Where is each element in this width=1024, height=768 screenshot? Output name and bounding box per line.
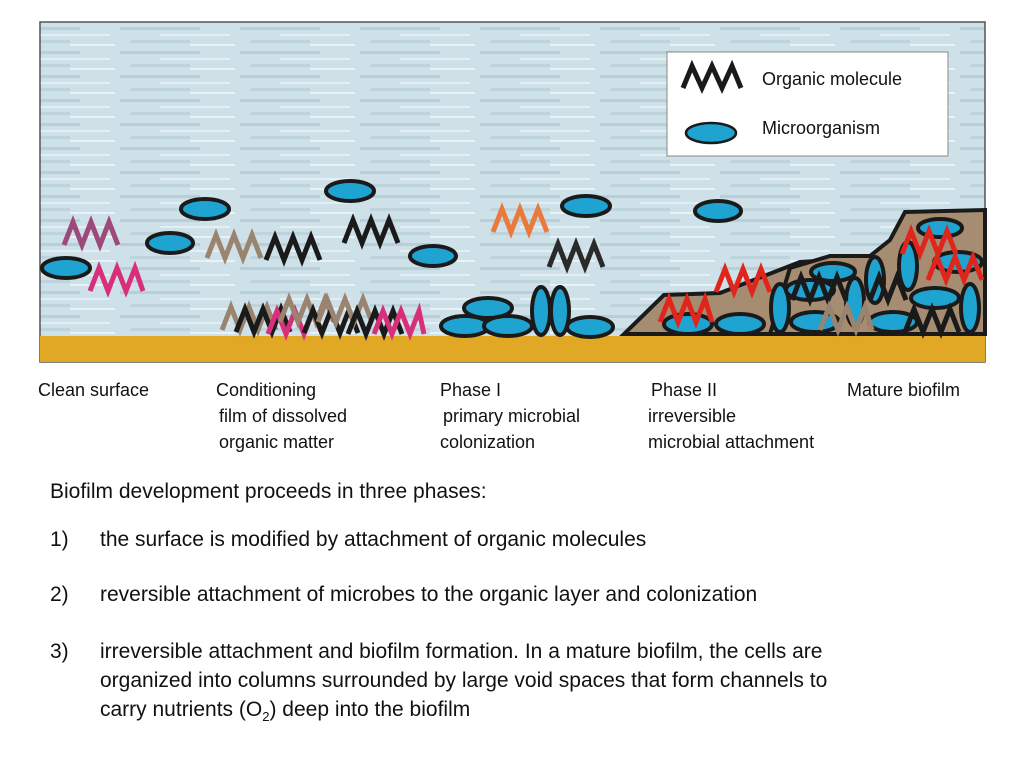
microorganism-cell [909,286,961,310]
caption-line: primary microbial [443,406,581,426]
organic-molecule [233,302,293,339]
microorganism-cell [714,312,766,336]
list-line: irreversible attachment and biofilm form… [100,640,823,663]
microorganism-cell [530,285,552,337]
list-line: reversible attachment of microbes to the… [100,583,758,606]
caption-line: Clean surface [38,380,150,400]
organic-molecule [204,228,264,265]
list-line: the surface is modified by attachment of… [100,528,647,551]
caption-line: colonization [440,432,536,452]
stage-caption-phase-one: Phase I primary microbial colonization [440,377,580,455]
stage-caption-conditioning-film: Conditioning film of dissolved organic m… [216,377,347,455]
microorganism-cell [549,285,571,337]
microorganism-cell [408,244,458,268]
oxygen-subscript: 2 [262,709,270,725]
microorganism-cell [693,199,743,223]
organic-molecule [817,299,875,337]
organic-molecule [315,292,375,329]
list-line-fragment: ) deep into the biofilm [269,698,471,721]
caption-line: Mature biofilm [847,380,961,400]
list-line-fragment: carry nutrients (O [100,698,263,721]
microorganism-cell [864,255,886,305]
list-text: irreversible attachment and biofilm form… [100,637,1000,731]
organic-molecule [546,237,606,274]
phase-one-zone [439,194,615,339]
microorganism-cell [40,256,92,280]
microorganism-cell [959,282,981,334]
legend-microorganism-icon [684,121,738,145]
organic-molecule [867,270,909,307]
microorganism-cell [916,217,964,239]
caption-line: irreversible [648,406,737,426]
caption-line: film of dissolved [219,406,348,426]
substrate-surface [40,336,985,362]
microorganism-cell [324,179,376,203]
clean-surface-zone [40,197,231,298]
organic-molecule [899,224,959,261]
microorganism-cell [462,296,514,320]
microorganism-cell [179,197,231,221]
legend-organic-molecule-label: Organic molecule [762,69,902,89]
conditioning-film-zone [204,179,458,341]
organic-molecule [219,300,279,337]
organic-molecule [657,291,715,329]
biofilm-diagram: Organic molecule Microorganism [39,21,987,363]
organic-molecule [713,262,773,299]
list-number: 3) [50,640,69,663]
microorganism-cell [769,282,791,334]
microorganism-cell [482,314,534,338]
list-line: organized into columns surrounded by lar… [100,669,828,692]
organic-molecule [371,302,427,341]
caption-line: Phase I [440,380,502,400]
legend-organic-molecule-icon [680,59,744,95]
organic-molecule [902,302,962,339]
list-number: 2) [50,583,69,606]
legend: Organic molecule Microorganism [666,51,949,157]
microorganism-cell [662,312,714,336]
organic-molecule [341,213,401,250]
mature-biofilm-zone [767,207,987,339]
list-line-last: carry nutrients (O2) deep into the biofi… [100,695,1000,731]
organic-molecule [263,230,323,267]
caption-line: Conditioning [216,380,317,400]
legend-microorganism-label: Microorganism [762,118,880,138]
stage-caption-mature-biofilm: Mature biofilm [847,377,960,403]
stage-caption-phase-two: Phase II irreversible microbial attachme… [648,377,814,455]
organic-molecule [490,202,550,239]
microorganism-cell [565,315,615,339]
list-text: the surface is modified by attachment of… [100,525,1000,554]
organic-molecule [87,260,146,298]
caption-line: organic matter [219,432,335,452]
intro-text: Biofilm development proceeds in three ph… [50,480,487,503]
organic-molecule [61,215,121,252]
list-text: reversible attachment of microbes to the… [100,580,1000,609]
microorganism-cell [439,314,491,338]
microorganism-cell [145,231,195,255]
organic-molecule [925,250,985,287]
stage-caption-clean-surface: Clean surface [38,377,149,403]
microorganism-cell [560,194,612,218]
caption-line: Phase II [651,380,718,400]
organic-molecule [345,304,405,341]
organic-molecule [789,270,849,307]
list-number: 1) [50,528,69,551]
caption-line: microbial attachment [648,432,815,452]
